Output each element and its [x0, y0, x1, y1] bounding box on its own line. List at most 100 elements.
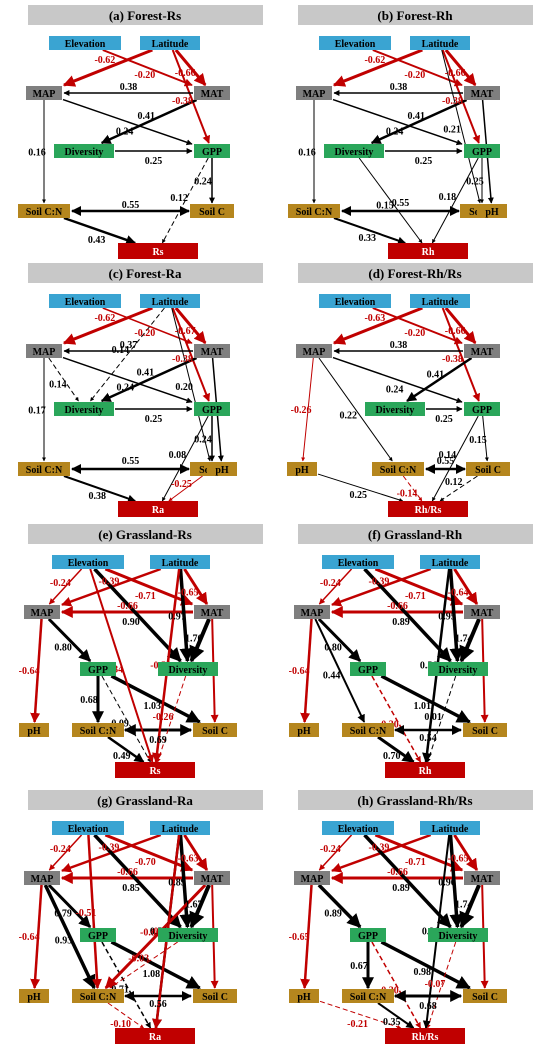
path-arrow — [332, 98, 463, 146]
node-elev — [49, 36, 121, 50]
node-lat — [420, 821, 480, 835]
path-coefficient: 0.25 — [415, 156, 433, 167]
node-sc — [190, 204, 234, 218]
path-arrow — [318, 357, 393, 462]
path-arrow — [301, 357, 314, 462]
path-coefficient: -0.07 — [425, 979, 446, 990]
panel-2: (b) Forest-Rh-0.20-0.62-0.66-0.380.380.2… — [288, 5, 533, 259]
node-label: Soil C:N — [296, 207, 333, 218]
path-arrow — [87, 834, 102, 989]
path-coefficient: 0.37 — [120, 340, 138, 351]
node-label: GPP — [202, 147, 222, 158]
path-arrow — [459, 884, 481, 929]
node-label: Soil C:N — [350, 992, 387, 1003]
node-scn — [342, 723, 394, 737]
path-coefficient: -0.21 — [347, 1019, 368, 1030]
node-label: MAP — [31, 608, 54, 619]
node-sc — [466, 462, 510, 476]
node-ph — [477, 204, 507, 218]
node-gpp — [464, 402, 500, 416]
node-scn — [288, 204, 340, 218]
node-label: MAT — [471, 347, 494, 358]
node-label: Elevation — [65, 297, 106, 308]
node-label: MAP — [303, 89, 326, 100]
node-elev — [52, 555, 124, 569]
panel-title: (f) Grassland-Rh — [368, 527, 463, 542]
panel-8: (h) Grassland-Rh/Rs-0.24-0.71-0.39-0.65-… — [289, 790, 533, 1044]
panel-1: (a) Forest-Rs-0.20-0.62-0.66-0.380.380.2… — [18, 5, 263, 259]
node-lat — [150, 555, 210, 569]
node-label: Elevation — [68, 558, 109, 569]
path-coefficient: 0.70 — [383, 751, 401, 762]
path-coefficient: -0.39 — [99, 576, 120, 587]
path-coefficient: 0.90 — [122, 617, 140, 628]
node-map — [294, 605, 330, 619]
path-arrow — [100, 356, 198, 403]
path-coefficient: -0.62 — [364, 55, 385, 66]
node-div — [324, 144, 384, 158]
path-edges — [300, 833, 489, 1029]
node-label: Latitude — [162, 558, 199, 569]
node-elev — [319, 36, 391, 50]
path-coefficient: 0.79 — [54, 908, 72, 919]
path-coefficient: -0.63 — [178, 853, 199, 864]
path-coefficient: -0.38 — [442, 354, 463, 365]
node-label: MAT — [201, 347, 224, 358]
node-resp — [115, 762, 195, 778]
node-mat — [464, 344, 500, 358]
path-coefficient: -0.25 — [171, 479, 192, 490]
path-edges — [42, 306, 224, 503]
path-arrow — [171, 307, 212, 462]
panel-title: (g) Grassland-Ra — [97, 793, 193, 808]
path-coefficient: -0.03 — [128, 954, 149, 965]
node-label: MAP — [303, 347, 326, 358]
path-coefficient: -0.26 — [291, 405, 312, 416]
node-sc — [463, 989, 507, 1003]
path-arrow — [358, 157, 423, 244]
path-coefficient: -0.24 — [320, 844, 341, 855]
path-coefficient: 0.24 — [116, 126, 134, 137]
path-arrow — [363, 567, 452, 663]
path-coefficients: -0.20-0.63-0.66-0.380.380.240.410.25-0.2… — [291, 313, 487, 501]
path-coefficient: 0.15 — [469, 435, 487, 446]
path-coefficient: -0.64 — [448, 587, 469, 598]
path-arrow — [459, 618, 481, 663]
panel-header — [298, 790, 533, 810]
path-coefficient: 0.25 — [350, 490, 368, 501]
path-arrow — [371, 941, 422, 1029]
node-label: Soil C — [475, 465, 501, 476]
path-arrow — [104, 833, 194, 872]
path-arrow — [156, 675, 187, 763]
node-map — [24, 605, 60, 619]
node-label: Soil C:N — [380, 465, 417, 476]
path-coefficient: 0.80 — [54, 642, 72, 653]
node-label: GPP — [472, 405, 492, 416]
path-coefficient: -0.66 — [445, 68, 466, 79]
path-arrow — [377, 735, 415, 764]
path-coefficient: -0.64 — [19, 666, 40, 677]
path-coefficient: -0.39 — [369, 842, 390, 853]
node-label: GPP — [88, 665, 108, 676]
node-mat — [194, 344, 230, 358]
panel-3: (c) Forest-Ra-0.20-0.62-0.67-0.380.370.1… — [18, 263, 263, 517]
path-coefficient: -0.39 — [369, 576, 390, 587]
path-coefficient: -0.71 — [405, 591, 426, 602]
node-scn — [18, 462, 70, 476]
path-coefficient: -0.86 — [140, 928, 161, 939]
path-arrow — [107, 735, 145, 764]
panel-header — [28, 263, 263, 283]
node-label: MAT — [471, 874, 494, 885]
path-coefficient: 0.49 — [113, 751, 131, 762]
path-coefficient: 0.98 — [414, 967, 432, 978]
node-scn — [72, 723, 124, 737]
path-coefficient: 0.97 — [168, 612, 186, 623]
path-coefficient: 0.18 — [439, 192, 457, 203]
node-label: Latitude — [432, 558, 469, 569]
path-coefficient: 0.24 — [386, 384, 404, 395]
node-map — [26, 344, 62, 358]
path-arrow — [100, 98, 198, 145]
panel-title: (c) Forest-Ra — [108, 266, 182, 281]
path-coefficient: -0.24 — [50, 578, 71, 589]
path-arrow — [178, 834, 194, 929]
